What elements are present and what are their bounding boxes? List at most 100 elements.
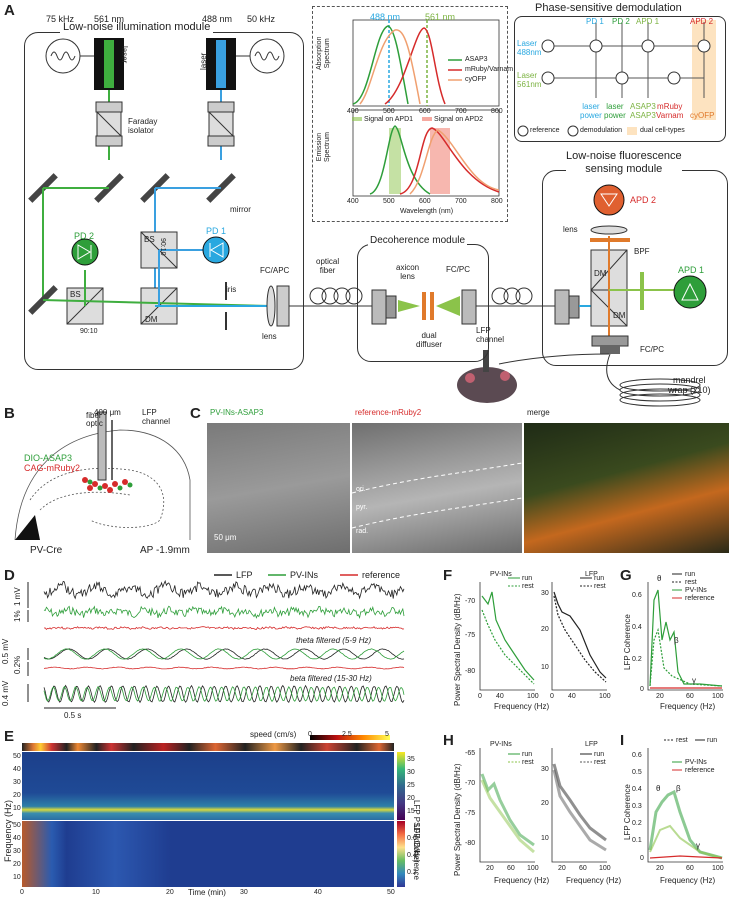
d-beta-label: beta filtered (15-30 Hz) <box>290 674 372 683</box>
diffuser-label: dual diffuser <box>416 331 443 349</box>
i-ytick-4: 0.3 <box>632 803 642 810</box>
g-ytick-3: 0.2 <box>632 656 642 663</box>
fiber-optic-label: fiber optic <box>86 411 103 428</box>
f-ytick2-1: 30 <box>541 590 549 597</box>
sense-dm-1: DM <box>594 269 607 278</box>
demod-col-apd2: APD 2 <box>690 17 714 26</box>
f-legend-run-2: run <box>594 575 605 582</box>
fcapc-label: FC/APC <box>260 266 290 275</box>
wl2: 488 nm <box>202 14 233 24</box>
split-label-1: 90:10 <box>80 328 98 335</box>
demodulation-box <box>514 16 726 142</box>
h-ytick-3: -75 <box>465 810 476 817</box>
demod-bottom-4: mRuby Varnam <box>656 102 684 120</box>
demod-diagram <box>517 20 716 137</box>
spectra-plot <box>352 19 500 197</box>
panel-label-b: B <box>4 405 15 422</box>
g-beta: β <box>674 636 679 645</box>
f-ylabel: Power Spectral Density (dB/Hz) <box>453 593 462 706</box>
i-ytick-2: 0.5 <box>632 769 642 776</box>
demod-col-pd1: PD 1 <box>586 17 604 26</box>
e-xtick-20: 20 <box>166 889 174 896</box>
d-legend-pv: PV-INs <box>290 570 319 580</box>
demod-legend-demod: demodulation <box>580 127 623 134</box>
i-xlabel: Frequency (Hz) <box>660 876 716 885</box>
demod-laser561: Laser 561nm <box>517 71 542 89</box>
cb1-tick-2: 25 <box>407 782 415 789</box>
i-ytick-7: 0 <box>640 855 644 862</box>
sense-fcpc: FC/PC <box>640 345 664 354</box>
tick-e-700: 700 <box>455 198 467 205</box>
sense-dm-2: DM <box>613 311 626 320</box>
demod-legend-ref: reference <box>530 127 560 134</box>
e-xtick-0: 0 <box>20 889 24 896</box>
speed-bar <box>22 743 394 751</box>
i-beta: β <box>676 784 681 793</box>
h-legend-rest-2: rest <box>594 759 606 766</box>
g-legend-ref: reference <box>685 595 715 602</box>
g-theta: θ <box>657 574 662 583</box>
h-ytick-4: -80 <box>465 840 476 847</box>
f-xtick-0: 0 <box>478 693 482 700</box>
demod-legend-dual: dual cell-types <box>640 127 685 134</box>
f-xtick-40: 40 <box>496 693 504 700</box>
axicon-label: axicon lens <box>396 263 420 281</box>
i-legend-run: run <box>707 737 718 744</box>
c-ori: ori. <box>356 486 366 493</box>
tick-a-500: 500 <box>383 108 395 115</box>
i-gamma: γ <box>696 841 700 850</box>
image-asap3 <box>207 423 350 553</box>
cb1-tick-0: 35 <box>407 756 415 763</box>
pd2-label: PD 2 <box>74 231 95 241</box>
e-xlabel: Time (min) <box>188 888 226 897</box>
optical-fiber-label: optical fiber <box>316 257 340 275</box>
g-legend-rest: rest <box>685 579 697 586</box>
panel-label-c: C <box>190 405 201 422</box>
i-xtick-100: 100 <box>712 865 724 872</box>
panel-label-e: E <box>4 728 15 745</box>
h-xtick-20: 20 <box>486 865 494 872</box>
demod-bottom-5: cyOFP <box>690 111 715 120</box>
f-title-1: PV-INs <box>490 571 512 578</box>
f-xtick-100: 100 <box>527 693 539 700</box>
i-ytick-5: 0.2 <box>632 820 642 827</box>
demod-col-pd2: PD 2 <box>612 17 630 26</box>
d-legend-ref: reference <box>362 570 401 580</box>
f-xtick2-0: 0 <box>550 693 554 700</box>
i-ytick-3: 0.4 <box>632 786 642 793</box>
f-ytick2-3: 10 <box>541 664 549 671</box>
g-legend-run: run <box>685 571 696 578</box>
h-title-1: PV-INs <box>490 741 512 748</box>
e-ytick-9: 20 <box>13 861 21 868</box>
cb2-tick-2: 0.2 <box>407 869 417 876</box>
f-ytick-2: -75 <box>465 632 476 639</box>
i-ytick-1: 0.6 <box>632 752 642 759</box>
i-legend-ref: reference <box>685 767 715 774</box>
image-merge <box>524 423 729 553</box>
f-xtick2-40: 40 <box>568 693 576 700</box>
bs-label-1: BS <box>144 235 155 244</box>
f-title-2: LFP <box>585 571 598 578</box>
f-legend-rest-2: rest <box>594 583 606 590</box>
cb1-tick-1: 30 <box>407 769 415 776</box>
speed-tick-2: 5 <box>385 731 389 738</box>
panel-label-i: I <box>620 732 625 749</box>
speed-tick-0: 0 <box>308 731 312 738</box>
i-xtick-20: 20 <box>656 865 664 872</box>
i-ylabel: LFP Coherence <box>623 784 632 840</box>
freq2: 50 kHz <box>247 14 276 24</box>
i-legend-pv: PV-INs <box>685 759 707 766</box>
f-ytick-1: -70 <box>465 598 476 605</box>
psd-colorbar <box>397 752 405 820</box>
h-ytick2-1: 30 <box>541 766 549 773</box>
e-ytick-1: 50 <box>13 753 21 760</box>
panel-label-a: A <box>4 2 15 19</box>
spectra-xlabel: Wavelength (nm) <box>400 208 454 215</box>
e-ytick-7: 40 <box>13 835 21 842</box>
g-legend-pv: PV-INs <box>685 587 707 594</box>
brain-section-diagram <box>14 411 191 541</box>
tick-e-800: 800 <box>491 198 503 205</box>
panel-label-d: D <box>4 567 15 584</box>
f-ytick2-2: 20 <box>541 626 549 633</box>
h-xtick-60: 60 <box>507 865 515 872</box>
